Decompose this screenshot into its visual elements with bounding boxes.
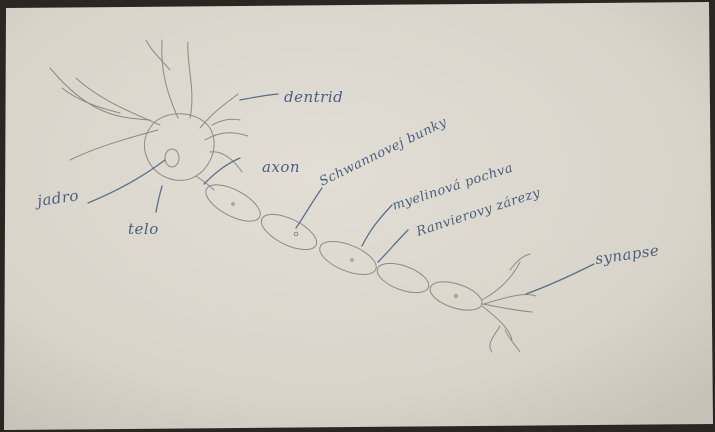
paper-sheet: [4, 2, 713, 430]
label-axon: axon: [262, 158, 300, 176]
label-dentrid: dentrid: [284, 88, 343, 106]
label-telo: telo: [128, 220, 159, 238]
